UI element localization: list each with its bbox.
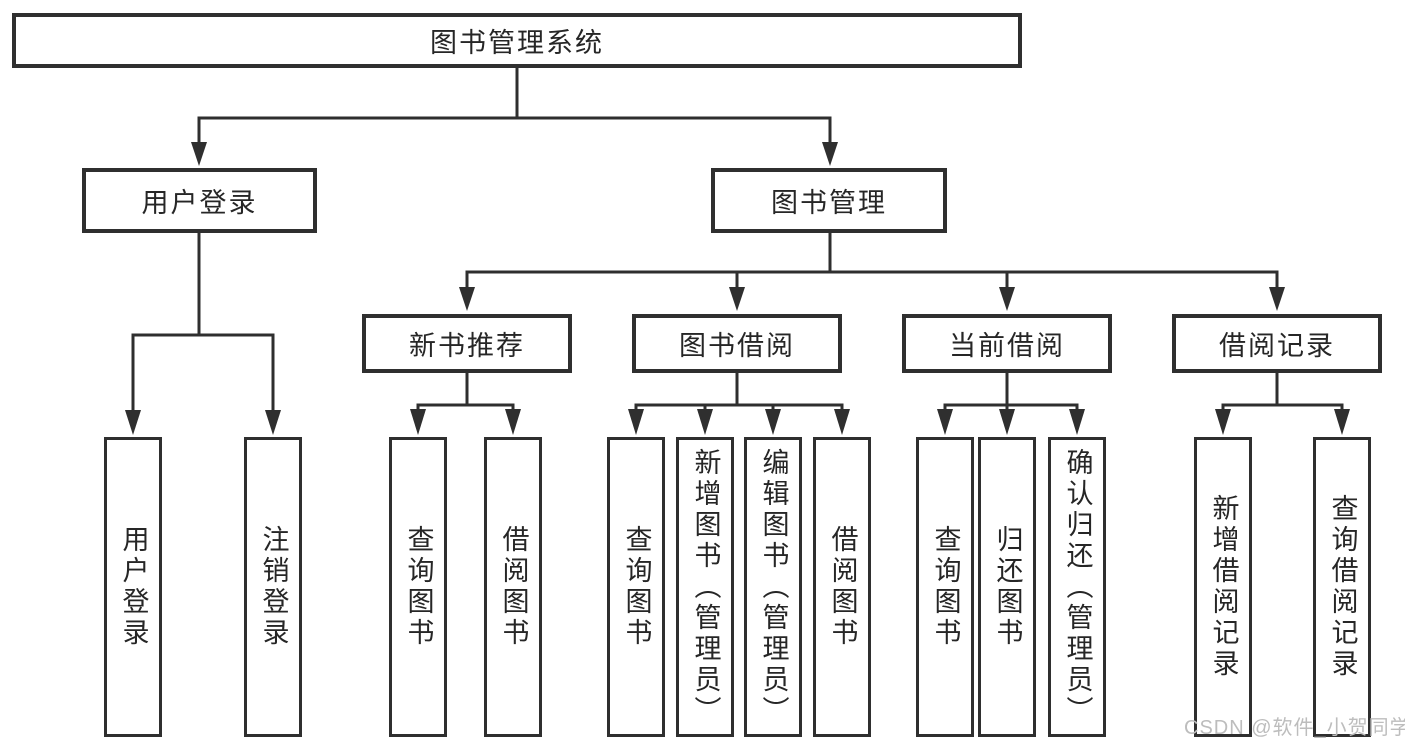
leaf-logout: 注销登录 <box>244 437 302 737</box>
node-current-borrow-label: 当前借阅 <box>949 331 1065 361</box>
leaf-add-borrow-record: 新增借阅记录 <box>1194 437 1252 737</box>
leaf-query-borrow-record: 查询借阅记录 <box>1313 437 1371 737</box>
node-root: 图书管理系统 <box>12 13 1022 68</box>
leaf-query-books-borrow-label: 查询图书 <box>621 525 652 649</box>
node-new-book-recommend-label: 新书推荐 <box>409 331 525 361</box>
leaf-edit-book-admin: 编辑图书（管理员） <box>744 437 802 737</box>
leaf-logout-label: 注销登录 <box>258 525 289 649</box>
leaf-return-books: 归还图书 <box>978 437 1036 737</box>
node-new-book-recommend: 新书推荐 <box>362 314 572 373</box>
csdn-watermark: CSDN @软件_小贺同学 <box>1184 717 1405 739</box>
leaf-user-login: 用户登录 <box>104 437 162 737</box>
leaf-edit-book-admin-label: 编辑图书（管理员） <box>758 447 789 727</box>
node-book-borrow: 图书借阅 <box>632 314 842 373</box>
leaf-confirm-return-admin-label: 确认归还（管理员） <box>1062 447 1093 727</box>
node-book-management: 图书管理 <box>711 168 947 233</box>
node-book-borrow-label: 图书借阅 <box>679 331 795 361</box>
node-root-label: 图书管理系统 <box>430 28 604 58</box>
leaf-return-books-label: 归还图书 <box>992 525 1023 649</box>
node-current-borrow: 当前借阅 <box>902 314 1112 373</box>
leaf-borrow-books-recommend: 借阅图书 <box>484 437 542 737</box>
leaf-user-login-label: 用户登录 <box>118 525 149 649</box>
leaf-query-books-current-label: 查询图书 <box>930 525 961 649</box>
leaf-add-borrow-record-label: 新增借阅记录 <box>1208 494 1239 680</box>
leaf-query-books-current: 查询图书 <box>916 437 974 737</box>
leaf-query-books-recommend: 查询图书 <box>389 437 447 737</box>
leaf-query-books-recommend-label: 查询图书 <box>403 525 434 649</box>
leaf-add-book-admin-label: 新增图书（管理员） <box>690 447 721 727</box>
leaf-query-borrow-record-label: 查询借阅记录 <box>1327 494 1358 680</box>
node-user-login: 用户登录 <box>82 168 317 233</box>
leaf-add-book-admin: 新增图书（管理员） <box>676 437 734 737</box>
leaf-confirm-return-admin: 确认归还（管理员） <box>1048 437 1106 737</box>
node-book-management-label: 图书管理 <box>771 188 887 218</box>
leaf-borrow-books-2: 借阅图书 <box>813 437 871 737</box>
node-user-login-label: 用户登录 <box>141 188 258 218</box>
leaf-borrow-books-2-label: 借阅图书 <box>827 525 858 649</box>
node-borrow-records-label: 借阅记录 <box>1219 331 1335 361</box>
leaf-query-books-borrow: 查询图书 <box>607 437 665 737</box>
leaf-borrow-books-recommend-label: 借阅图书 <box>498 525 529 649</box>
node-borrow-records: 借阅记录 <box>1172 314 1382 373</box>
